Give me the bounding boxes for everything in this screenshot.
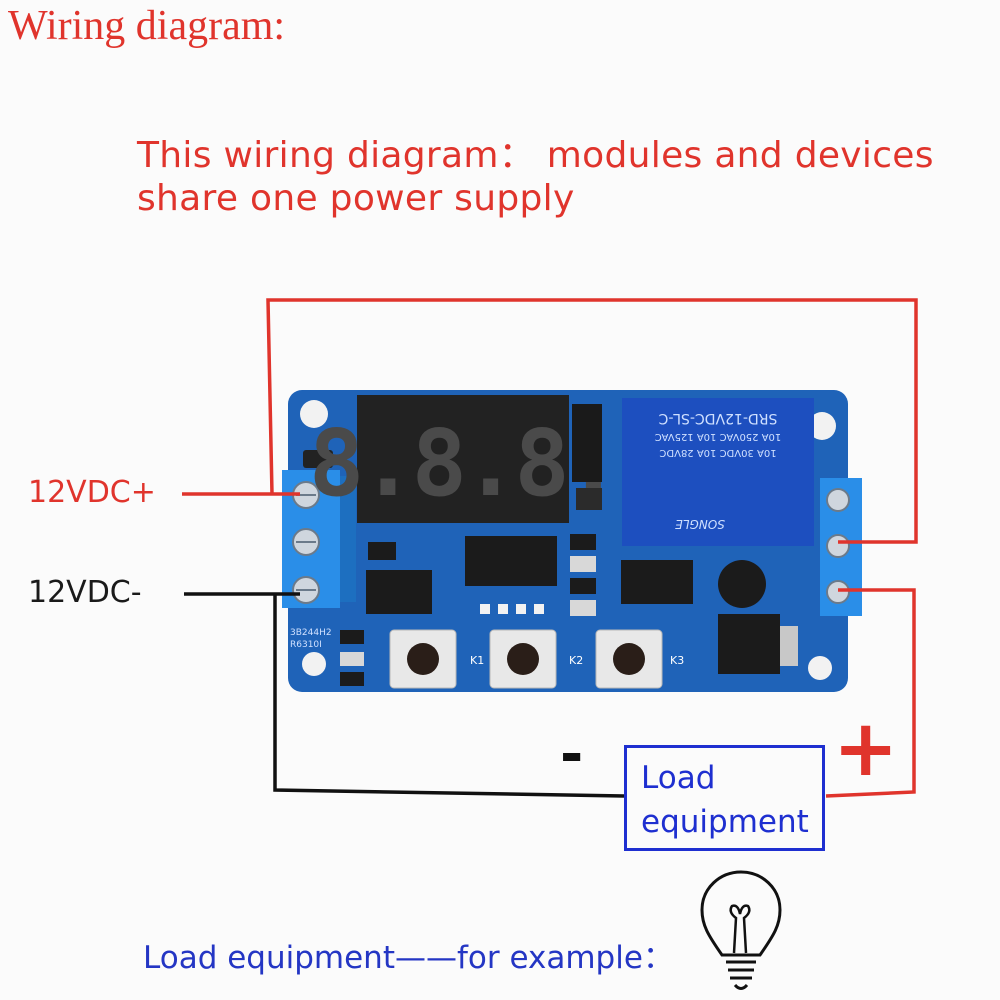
- negative-input-label: 12VDC-: [28, 575, 142, 610]
- svg-text:8.8.8.: 8.8.8.: [309, 410, 617, 517]
- relay-module-board: 8.8.8. SRD-12VDC-SL-C 10A 250VAC 10A 125…: [282, 390, 862, 692]
- mcu-chip: [465, 536, 557, 586]
- svg-text:SRD-12VDC-SL-C: SRD-12VDC-SL-C: [658, 410, 777, 426]
- diode: [303, 450, 333, 468]
- jumper: [572, 404, 602, 482]
- load-positive-wire: [825, 588, 916, 798]
- seven-segment-display: 8.8.8.: [309, 395, 621, 523]
- mount-hole-bl: [302, 652, 326, 676]
- subtitle-line-1: This wiring diagram： modules and devices: [137, 135, 934, 176]
- svg-text:SONGLE: SONGLE: [675, 517, 725, 531]
- smd-component-3: [570, 556, 596, 572]
- positive-loop-wire: [266, 298, 918, 544]
- smd-component: [368, 542, 396, 560]
- load-negative-wire: [273, 594, 625, 798]
- load-minus-sign: -: [560, 722, 584, 787]
- smd-component-8: [340, 672, 364, 686]
- load-label-line-2: equipment: [641, 804, 809, 840]
- button-k1: K1: [389, 629, 484, 689]
- svg-text:3B244H2: 3B244H2: [290, 628, 332, 638]
- button-k2: K2: [489, 629, 583, 689]
- jumper-pins: [576, 488, 602, 510]
- mount-hole-tl: [300, 400, 328, 428]
- load-label-line-1: Load: [641, 760, 716, 796]
- transistor: [718, 614, 780, 674]
- load-plus-sign: +: [833, 704, 899, 794]
- smd-component-5: [570, 600, 596, 616]
- optocoupler: [366, 570, 432, 614]
- svg-text:R6310I: R6310I: [290, 640, 322, 650]
- example-caption: Load equipment——for example：: [143, 940, 674, 976]
- load-equipment-box: Load equipment: [624, 745, 825, 851]
- subtitle-line-2: share one power supply: [137, 178, 575, 219]
- buzzer: [718, 560, 766, 608]
- page-title: Wiring diagram:: [8, 3, 286, 49]
- smd-component-6: [340, 630, 364, 644]
- smd-component-2: [570, 534, 596, 550]
- svg-text:10A 30VDC 10A 28VDC: 10A 30VDC 10A 28VDC: [659, 447, 776, 458]
- svg-text:K3: K3: [670, 654, 684, 667]
- optocoupler-2: [621, 560, 693, 604]
- smd-component-4: [570, 578, 596, 594]
- wires: [182, 298, 918, 798]
- lightbulb-icon: [700, 870, 782, 990]
- transistor-tab: [780, 626, 798, 666]
- mount-hole-br: [808, 656, 832, 680]
- smd-component-7: [340, 652, 364, 666]
- button-k3: K3: [595, 629, 684, 689]
- left-terminal-block: [282, 470, 356, 608]
- svg-text:10A 250VAC 10A 125VAC: 10A 250VAC 10A 125VAC: [655, 431, 782, 442]
- svg-text:K2: K2: [569, 654, 583, 667]
- mount-hole-tr: [808, 412, 836, 440]
- svg-text:K1: K1: [470, 654, 484, 667]
- right-terminal-block: [820, 478, 862, 616]
- relay: SRD-12VDC-SL-C 10A 250VAC 10A 125VAC 10A…: [622, 398, 814, 546]
- positive-input-label: 12VDC+: [28, 475, 156, 510]
